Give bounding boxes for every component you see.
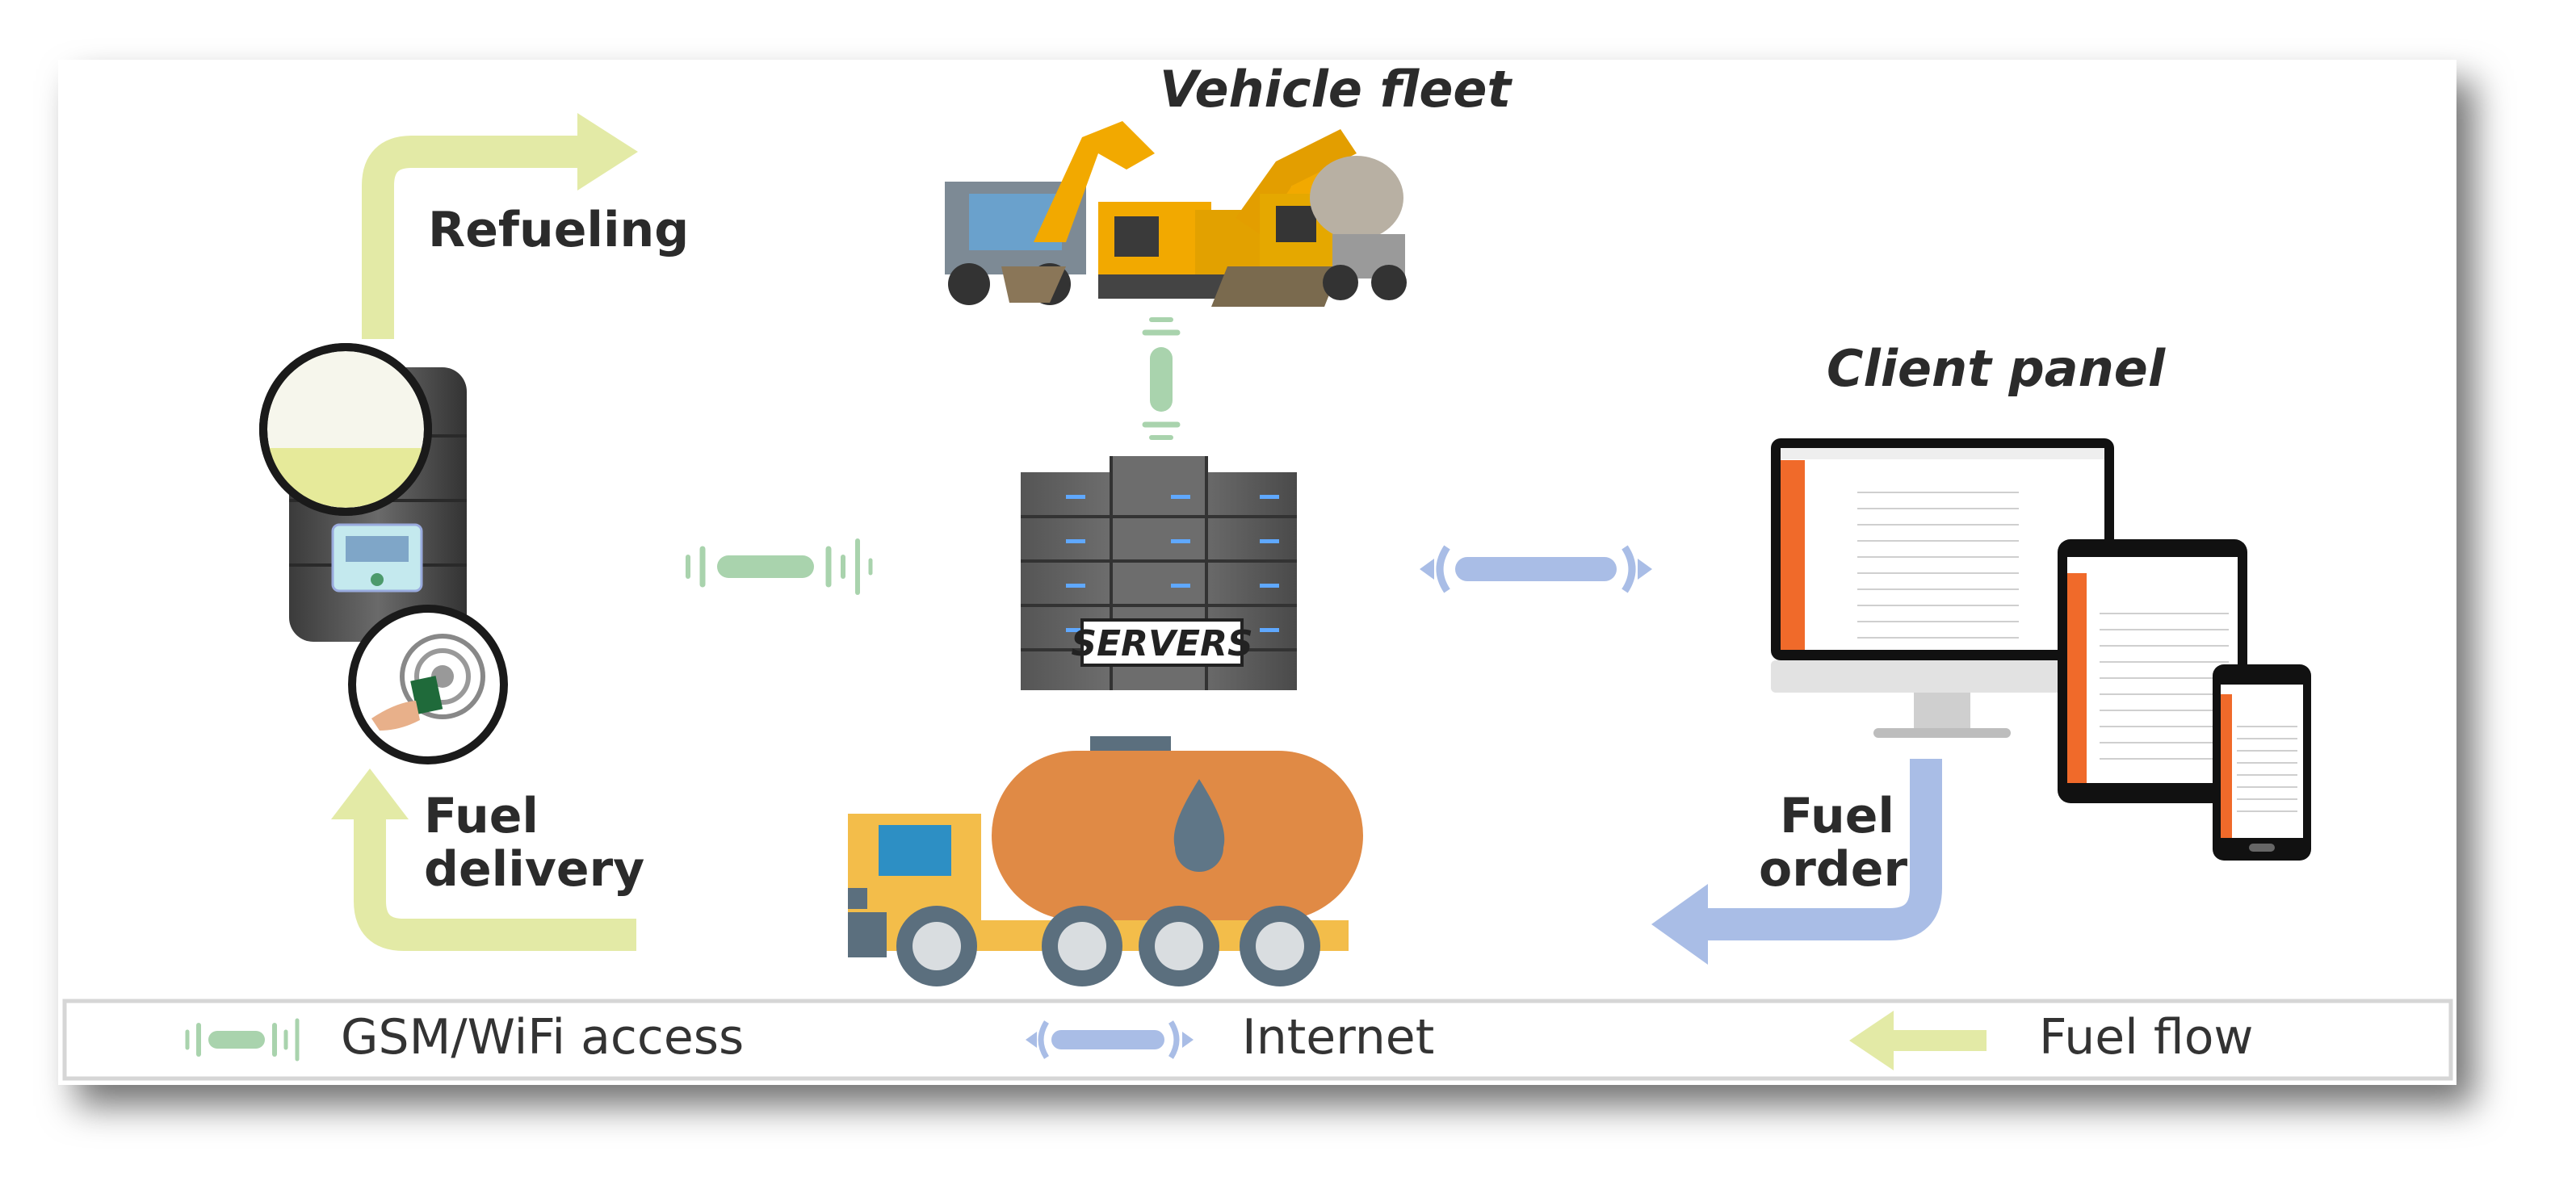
refueling-arrowhead bbox=[577, 113, 638, 191]
legend-gsm-label: GSM/WiFi access bbox=[341, 1009, 745, 1066]
fuel-delivery-arrow bbox=[354, 815, 636, 951]
client-panel-devices bbox=[1771, 438, 2311, 861]
legend-bar bbox=[62, 999, 2453, 1081]
gsm-link-left bbox=[686, 538, 873, 595]
fuel-order-arrow bbox=[1704, 759, 1942, 940]
fuel-tanker-truck bbox=[848, 736, 1363, 986]
fuel-level-magnifier bbox=[259, 343, 432, 516]
fuel-order-arrowhead bbox=[1651, 884, 1708, 965]
vehicle-fleet-title: Vehicle fleet bbox=[1160, 60, 1512, 119]
legend-fuel-flow-label: Fuel flow bbox=[2039, 1009, 2254, 1066]
servers-label: SERVERS bbox=[1071, 623, 1252, 664]
servers-label-plate bbox=[1080, 618, 1244, 667]
legend-gsm-icon bbox=[185, 1018, 300, 1062]
fuel-order-label-line2: order bbox=[1759, 841, 1908, 898]
legend-internet-label: Internet bbox=[1242, 1009, 1435, 1066]
gsm-link-fleet bbox=[1142, 317, 1181, 440]
legend-internet-icon bbox=[1026, 1020, 1194, 1059]
fuel-delivery-arrowhead bbox=[331, 769, 409, 819]
legend-fuel-flow-icon bbox=[1849, 1011, 1987, 1070]
fuel-delivery-label-line1: Fuel bbox=[424, 788, 539, 844]
vehicle-fleet-image bbox=[945, 121, 1407, 307]
refueling-label: Refueling bbox=[428, 202, 690, 258]
fuel-delivery-label-line2: delivery bbox=[424, 841, 645, 898]
refueling-arrow bbox=[362, 136, 581, 339]
internet-link bbox=[1420, 545, 1652, 593]
client-panel-title: Client panel bbox=[1827, 339, 2166, 398]
rfid-card-reader bbox=[348, 605, 508, 764]
servers-rack: SERVERS bbox=[1021, 456, 1297, 690]
fuel-order-label-line1: Fuel bbox=[1780, 788, 1894, 844]
